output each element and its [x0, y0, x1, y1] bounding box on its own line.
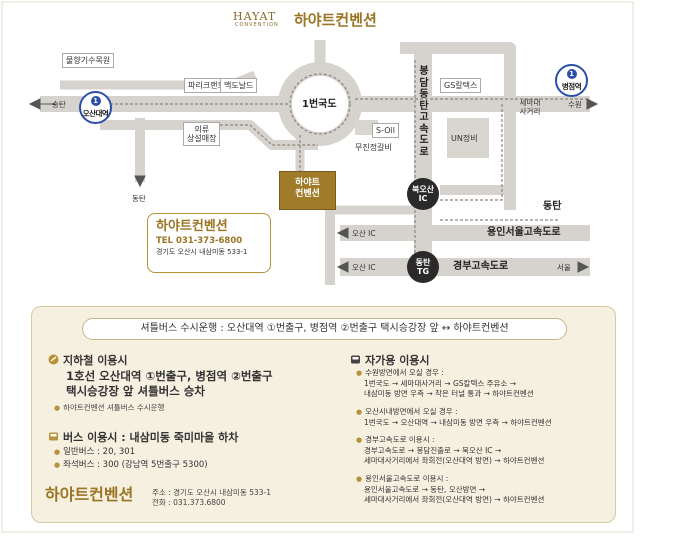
footer-brand: 하야트컨벤션 — [45, 485, 134, 504]
car-route-head: 용인서울고속도로 이용시 : — [365, 474, 449, 483]
line-1-icon: 1 — [90, 96, 101, 106]
car-route-line: 용인서울고속도로 → 동탄, 오산방면 → — [364, 484, 486, 494]
bus-title: 버스 이용시 : 내삼미동 죽미마을 하차 — [63, 431, 239, 444]
road-osan-ic-1: 오산 IC — [352, 229, 376, 238]
venue-callout: 하야트컨벤션 TEL 031-373-6800 경기도 오산시 내삼미동 533… — [147, 213, 271, 273]
footer-tel: 전화 : 031.373.6800 — [152, 498, 226, 508]
tg-dongtan: 동탄 TG — [407, 251, 439, 283]
road-dongtan-left: 동탄 — [132, 194, 146, 203]
bullet-icon: ● — [54, 448, 61, 456]
car-route-line: 내삼미동 방면 우측 → 작은 터널 통과 → 하야트컨벤션 — [364, 389, 534, 399]
road-bongdam: 봉담동탄고속도로 — [419, 66, 429, 158]
car-route-line: 1번국도 → 오산대역 → 내삼미동 방면 우측 → 하야트컨벤션 — [364, 417, 552, 427]
subway-icon — [48, 354, 59, 365]
bullet-icon: ● — [54, 461, 61, 469]
car-route-line: 1번국도 → 세마대사거리 → GS칼텍스 주유소 → — [364, 378, 516, 388]
car-route-item: ●용인서울고속도로 이용시 :용인서울고속도로 → 동탄, 오산방면 →세마대사… — [356, 474, 544, 506]
road-seoul: 서울 — [557, 263, 571, 272]
subway-title: 지하철 이용시 — [63, 354, 128, 367]
station-osan[interactable]: 1 오산대역 — [79, 91, 112, 124]
road-semadae: 세마대 사거리 — [519, 98, 541, 116]
station-byeongjeom[interactable]: 1 병점역 — [555, 64, 588, 97]
subway-title-row: 지하철 이용시 — [48, 354, 128, 366]
landmark-clothing: 의류 상설매장 — [183, 122, 221, 147]
station-osan-label: 오산대역 — [82, 109, 109, 118]
landmark-arboretum: 물향기수목원 — [62, 53, 115, 69]
callout-name: 하야트컨벤션 — [156, 219, 228, 234]
callout-address: 경기도 오산시 내삼미동 533-1 — [156, 247, 248, 256]
landmark-un: UN정비 — [451, 134, 478, 143]
brand-en-sub-text: CONVENTION — [235, 22, 279, 28]
directions-panel: 셔틀버스 수시운행 : 오산대역 ①번출구, 병점역 ②번출구 택시승강장 앞 … — [31, 306, 616, 523]
bus-title-row: 버스 이용시 : 내삼미동 죽미마을 하차 — [48, 431, 238, 443]
bullet-icon: ● — [356, 475, 363, 483]
callout-tel: TEL 031-373-6800 — [156, 236, 243, 247]
line-1-icon: 1 — [566, 69, 577, 79]
landmark-gs: GS칼텍스 — [440, 78, 482, 94]
road-dongtan-right: 동탄 — [543, 201, 562, 212]
brand-en-text: HAYAT — [233, 10, 277, 23]
car-route-item: ●오산시내방면에서 오실 경우 :1번국도 → 오산대역 → 내삼미동 방면 우… — [356, 407, 552, 428]
car-title-row: 자가용 이용시 — [350, 354, 430, 366]
bus-icon — [49, 432, 58, 441]
footer-info: 주소 : 경기도 오산시 내삼미동 533-1 전화 : 031.373.680… — [152, 488, 271, 508]
road-osan-ic-2: 오산 IC — [352, 263, 376, 272]
road-suwon: 수원 — [568, 100, 582, 109]
subway-note-row: ●하야트컨벤션 셔틀버스 수시운행 — [54, 403, 164, 414]
road-ilbeon: 1번국도 — [302, 99, 337, 110]
car-route-item: ●경부고속도로 이용시 :경부고속도로 → 봉담진출로 → 북오산 IC →세마… — [356, 435, 544, 467]
subway-note: 하야트컨벤션 셔틀버스 수시운행 — [63, 403, 165, 412]
bullet-icon: ● — [356, 408, 363, 416]
landmark-soil: S-Oil — [372, 123, 399, 139]
bus-general-row: ●일반버스 : 20, 301 — [54, 446, 135, 458]
car-route-line: 세마대사거리에서 좌회전(오산대역 방면) → 하야트컨벤션 — [364, 456, 545, 466]
road-songtan: 송탄 — [52, 100, 66, 109]
ic-bugosan: 북오산 IC — [407, 178, 439, 210]
bullet-icon: ● — [356, 369, 363, 377]
landmark-mujin: 무진정갈비 — [355, 143, 392, 152]
car-icon — [351, 355, 360, 364]
station-byeongjeom-label: 병점역 — [561, 82, 582, 91]
footer-address: 주소 : 경기도 오산시 내삼미동 533-1 — [152, 488, 272, 497]
car-title: 자가용 이용시 — [365, 354, 430, 367]
bus-general: 일반버스 : 20, 301 — [63, 447, 136, 457]
car-route-line: 세마대사거리에서 좌회전(오산대역 방면) → 하야트컨벤션 — [364, 495, 545, 505]
road-yongin: 용인서울고속도로 — [487, 227, 561, 238]
bus-seat-row: ●좌석버스 : 300 (강남역 5번출구 5300) — [54, 459, 208, 471]
landmark-mcdonalds: 맥도날드 — [220, 78, 258, 94]
bullet-icon: ● — [356, 436, 363, 444]
car-route-line: 경부고속도로 → 봉담진출로 → 북오산 IC → — [364, 445, 502, 455]
car-route-head: 수원방면에서 오실 경우 : — [365, 368, 444, 377]
shuttle-info: 셔틀버스 수시운행 : 오산대역 ①번출구, 병점역 ②번출구 택시승강장 앞 … — [82, 318, 567, 340]
subway-line2: 택시승강장 앞 셔틀버스 승차 — [66, 384, 205, 398]
bullet-icon: ● — [54, 404, 61, 412]
subway-line1: 1호선 오산대역 ①번출구, 병점역 ②번출구 — [66, 369, 273, 383]
car-route-head: 경부고속도로 이용시 : — [365, 435, 435, 444]
brand-ko-text: 하야트컨벤션 — [294, 11, 377, 29]
bus-seat: 좌석버스 : 300 (강남역 5번출구 5300) — [63, 460, 208, 470]
car-route-item: ●수원방면에서 오실 경우 :1번국도 → 세마대사거리 → GS칼텍스 주유소… — [356, 368, 534, 400]
venue-marker[interactable]: 하야트 컨벤션 — [279, 171, 336, 210]
road-gyeongbu: 경부고속도로 — [453, 261, 509, 272]
car-route-head: 오산시내방면에서 오실 경우 : — [365, 407, 458, 416]
